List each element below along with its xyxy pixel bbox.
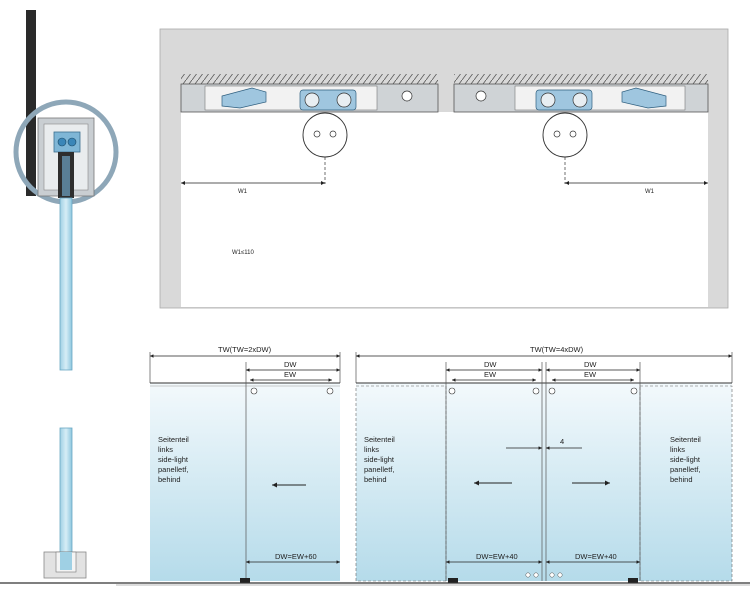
end-stop-left	[221, 87, 267, 109]
svg-text:behind: behind	[670, 475, 693, 484]
svg-text:Seitenteil: Seitenteil	[158, 435, 189, 444]
dim-label-w1-right: W1	[645, 189, 655, 195]
wall-post	[26, 10, 36, 196]
tw-label-2: TW(TW=2xDW)	[218, 345, 272, 354]
track-detail: W1 W1 W1≤110	[159, 28, 729, 309]
svg-text:side-light: side-light	[158, 455, 189, 464]
sidelight-text-4-left: Seitenteil links side-light panelletf, b…	[364, 435, 395, 484]
dw-eq-4-left: DW=EW+40	[476, 552, 518, 561]
tw-label-4: TW(TW=4xDW)	[530, 345, 584, 354]
elevation-2-panel: TW(TW=2xDW) DW EW Seitenteil links side-…	[149, 345, 341, 583]
roller-wheel-left	[302, 112, 348, 158]
screw-right	[475, 90, 487, 102]
svg-text:panelletf,: panelletf,	[670, 465, 700, 474]
svg-text:panelletf,: panelletf,	[364, 465, 394, 474]
dw-eq-2: DW=EW+60	[275, 552, 317, 561]
dw-label-4-left: DW	[484, 360, 497, 369]
svg-text:Seitenteil: Seitenteil	[364, 435, 395, 444]
svg-text:side-light: side-light	[670, 455, 701, 464]
glass-panel-lower	[59, 427, 73, 569]
ew-label-4-right: EW	[584, 370, 597, 379]
ceiling-hatch-left	[181, 74, 438, 84]
svg-text:side-light: side-light	[364, 455, 395, 464]
ceiling-hatch-right	[454, 74, 708, 84]
elevation-4-panel: TW(TW=4xDW) DW EW DW EW 4 Seitenteil lin…	[355, 345, 733, 583]
section-profile	[13, 10, 119, 579]
glass-panel-section	[59, 197, 73, 371]
floor-guide-2	[240, 578, 250, 583]
svg-text:links: links	[670, 445, 685, 454]
svg-text:behind: behind	[158, 475, 181, 484]
sidelight-text-4-right: Seitenteil links side-light panelletf, b…	[670, 435, 701, 484]
dim-note: W1≤110	[232, 250, 255, 256]
glass-4-panel	[356, 383, 732, 581]
center-floor-stop	[525, 572, 563, 578]
end-stop-right	[621, 87, 667, 109]
floor-guide-4-right	[628, 578, 638, 583]
svg-text:Seitenteil: Seitenteil	[670, 435, 701, 444]
ew-label-2: EW	[284, 370, 297, 379]
floor-guide-4-left	[448, 578, 458, 583]
dw-label-4-right: DW	[584, 360, 597, 369]
svg-text:behind: behind	[364, 475, 387, 484]
ew-label-4-left: EW	[484, 370, 497, 379]
dim-label-w1-left: W1	[238, 189, 248, 195]
svg-text:links: links	[158, 445, 173, 454]
glass-2-panel	[150, 383, 340, 581]
svg-text:panelletf,: panelletf,	[158, 465, 188, 474]
gap-label: 4	[560, 437, 564, 446]
dw-eq-4-right: DW=EW+40	[575, 552, 617, 561]
svg-text:links: links	[364, 445, 379, 454]
screw-left	[401, 90, 413, 102]
roller-wheel-right	[542, 112, 588, 158]
dw-label-2: DW	[284, 360, 297, 369]
opening	[181, 112, 708, 307]
sidelight-text-left: Seitenteil links side-light panelletf, b…	[158, 435, 189, 484]
